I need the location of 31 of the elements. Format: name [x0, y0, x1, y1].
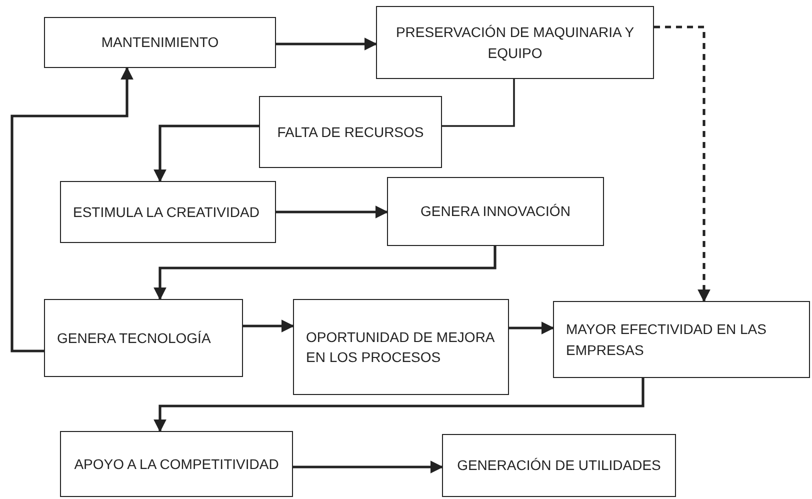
box-label: OPORTUNIDAD DE MEJORA EN LOS PROCESOS — [306, 328, 496, 367]
process-box — [60, 431, 293, 497]
arrow — [10, 66, 134, 352]
process-box — [442, 434, 676, 497]
process-box — [293, 299, 509, 395]
box-label: APOYO A LA COMPETITIVIDAD — [73, 454, 280, 474]
arrow — [276, 38, 378, 50]
process-box — [60, 181, 276, 243]
box-label: GENERACIÓN DE UTILIDADES — [456, 456, 662, 476]
arrow — [154, 378, 644, 432]
arrow — [243, 320, 294, 332]
arrow — [154, 124, 259, 182]
box-label: FALTA DE RECURSOS — [276, 122, 425, 142]
box-label: GENERA TECNOLOGÍA — [57, 328, 212, 348]
box-label: PRESERVACIÓN DE MAQUINARIA Y EQUIPO — [394, 23, 636, 63]
process-box — [376, 6, 654, 79]
box-label: ESTIMULA LA CREATIVIDAD — [73, 202, 260, 222]
arrow — [654, 26, 710, 302]
box-label: GENERA INNOVACIÓN — [420, 202, 572, 222]
process-box — [387, 177, 604, 246]
process-box — [44, 17, 276, 68]
arrow — [154, 246, 496, 300]
process-box — [259, 96, 442, 168]
box-label: MAYOR EFECTIVIDAD EN LAS EMPRESAS — [566, 320, 768, 360]
process-box — [44, 299, 243, 377]
box-label: MANTENIMIENTO — [100, 33, 220, 52]
process-box — [553, 301, 810, 378]
connector-line — [442, 79, 515, 127]
arrow — [276, 206, 388, 218]
arrow — [293, 460, 444, 474]
arrow — [509, 322, 554, 334]
